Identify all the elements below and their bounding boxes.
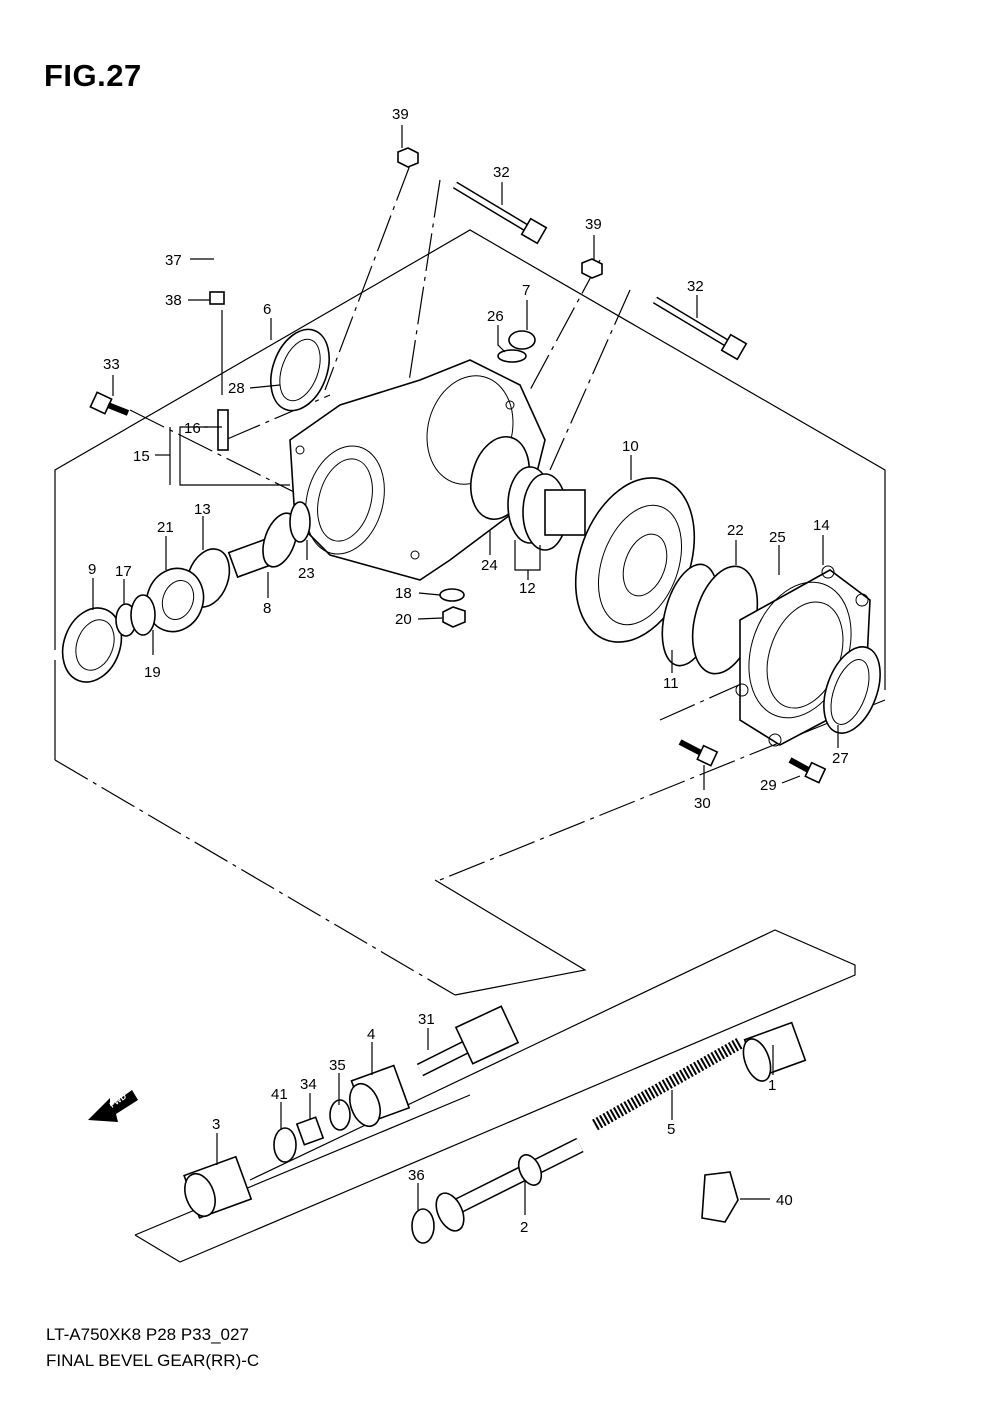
- callout-32b: 32: [687, 278, 704, 295]
- callout-34: 34: [300, 1076, 317, 1093]
- washer-26-part: [497, 349, 527, 363]
- oring-19-part: [130, 594, 156, 636]
- callout-36: 36: [408, 1167, 425, 1184]
- fwd-arrow-icon: [88, 1090, 138, 1122]
- callout-15: 15: [133, 448, 150, 465]
- bolt-29-part: [788, 757, 827, 784]
- washer-18-part: [439, 588, 465, 602]
- nut-39-top: [397, 147, 419, 168]
- callout-30: 30: [694, 795, 711, 812]
- seal-6-part: [270, 328, 330, 412]
- guide-30: [659, 679, 751, 721]
- guide-39a: [324, 164, 411, 391]
- callout-27: 27: [832, 750, 849, 767]
- hose-part: [212, 207, 293, 290]
- callout-12: 12: [519, 580, 536, 597]
- callout-6: 6: [263, 301, 271, 318]
- callout-29: 29: [760, 777, 777, 794]
- callout-3: 3: [212, 1116, 220, 1133]
- shaft-31-part: [416, 1005, 520, 1077]
- callout-21: 21: [157, 519, 174, 536]
- callout-31: 31: [418, 1011, 435, 1028]
- nut-39-right: [581, 258, 603, 279]
- leader-lines: [92, 125, 839, 1215]
- callout-14: 14: [813, 517, 830, 534]
- seal-27-part: [823, 646, 881, 734]
- callout-10: 10: [622, 438, 639, 455]
- callout-20: 20: [395, 611, 412, 628]
- boot-1-part: [742, 1021, 807, 1082]
- oring-36-part: [411, 1208, 435, 1244]
- joint-3-part: [183, 1155, 253, 1219]
- coupling-9-part: [61, 607, 123, 683]
- guide-33: [129, 409, 301, 496]
- shim-23-part: [289, 501, 311, 543]
- pinion-8-part: [227, 512, 298, 579]
- guide-32b: [549, 289, 631, 471]
- callout-37: 37: [165, 252, 182, 269]
- dowel-pin-part: [217, 409, 229, 451]
- callout-23: 23: [298, 565, 315, 582]
- callout-24: 24: [481, 557, 498, 574]
- guide-39b: [529, 259, 601, 391]
- part-name: FINAL BEVEL GEAR(RR)-C: [46, 1351, 260, 1370]
- hose-outline: [214, 209, 291, 290]
- callout-39b: 39: [585, 216, 602, 233]
- clip-40-part: [701, 1171, 739, 1223]
- washer-35-part: [329, 1099, 351, 1131]
- callout-39a: 39: [392, 106, 409, 123]
- bolt-32-top: [452, 181, 548, 245]
- plug-7-part: [508, 330, 536, 350]
- shims-12-part: [507, 466, 586, 551]
- callout-labels: 39 32 39 32 37 38 6 7 26 33 28 16 15 10 …: [88, 106, 849, 1236]
- model-code: LT-A750XK8 P28 P33_027: [46, 1325, 249, 1344]
- nut-34-part: [295, 1116, 325, 1146]
- drain-bolt-20-part: [442, 606, 466, 628]
- callout-32a: 32: [493, 164, 510, 181]
- callout-5: 5: [667, 1121, 675, 1138]
- callout-8: 8: [263, 600, 271, 617]
- callout-7: 7: [522, 282, 530, 299]
- bushing-4-part: [349, 1064, 411, 1128]
- frame-bottom-right: [434, 879, 587, 996]
- circlip-41-part: [273, 1127, 297, 1163]
- callout-38: 38: [165, 292, 182, 309]
- callout-26: 26: [487, 308, 504, 325]
- bolt-33-part: [89, 391, 130, 416]
- callout-25: 25: [769, 529, 786, 546]
- callout-18: 18: [395, 585, 412, 602]
- figure-title: FIG.27: [44, 58, 142, 93]
- bolt-30-part: [678, 739, 719, 767]
- frame-upper-left: [54, 229, 886, 690]
- callout-19: 19: [144, 664, 161, 681]
- callout-11: 11: [663, 675, 679, 692]
- frame-right-dash: [439, 699, 886, 881]
- callout-17: 17: [115, 563, 132, 580]
- callout-28: 28: [228, 380, 245, 397]
- callout-16: 16: [184, 420, 201, 437]
- guide-16: [224, 394, 331, 441]
- callout-13: 13: [194, 501, 211, 518]
- callout-4: 4: [367, 1026, 375, 1043]
- callout-2: 2: [520, 1219, 528, 1236]
- callout-41: 41: [271, 1086, 288, 1103]
- shaft-frame: [134, 929, 856, 1263]
- bolt-32-right: [652, 296, 748, 361]
- shaft-2-part: [435, 1137, 584, 1232]
- shaft-frame-inner: [134, 1094, 471, 1236]
- clamp-part: [209, 291, 225, 305]
- callout-35: 35: [329, 1057, 346, 1074]
- callout-40: 40: [776, 1192, 793, 1209]
- callout-9: 9: [88, 561, 96, 578]
- callout-22: 22: [727, 522, 744, 539]
- frame-bottom-dash: [54, 759, 456, 996]
- callout-1: 1: [768, 1077, 776, 1094]
- callout-33: 33: [103, 356, 120, 373]
